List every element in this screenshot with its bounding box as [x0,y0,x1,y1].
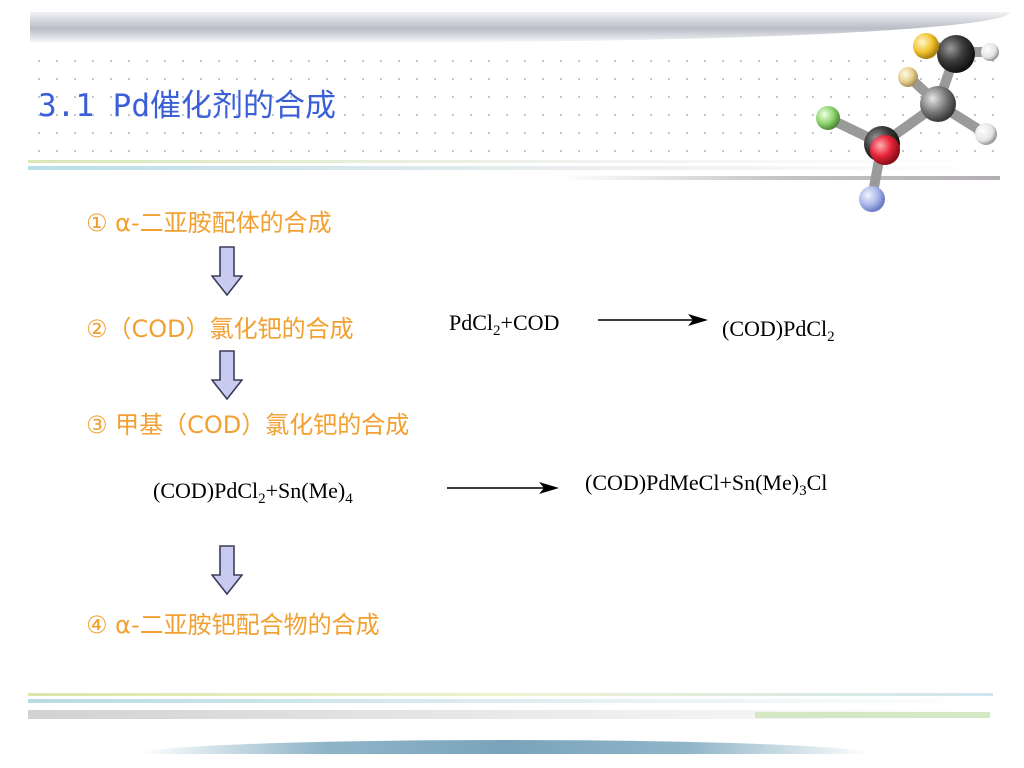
footer-accent-band [755,712,990,718]
page-title: 3.1 Pd催化剂的合成 [38,88,336,124]
header-divider-line [28,166,1003,170]
dotted-header-background [30,52,1005,157]
step-1-ligand-synthesis: ① α-二亚胺配体的合成 [86,209,332,237]
reaction-2-reactant-snme: +Sn(Me) [265,478,346,503]
reaction-2-subscript-1: 2 [258,491,266,507]
right-arrow-icon [598,314,708,326]
reaction-1-subscript: 2 [493,323,501,339]
step-3-methyl-cod-pd-synthesis: ③ 甲基（COD）氯化钯的合成 [86,411,410,439]
reaction-2-product-text: (COD)PdMeCl+Sn(Me) [585,470,800,495]
footer-divider-line [28,693,993,696]
reaction-2-product-cl: Cl [806,470,828,495]
reaction-2-subscript-2: 4 [345,491,353,507]
reaction-1-reactants: PdCl2+COD [449,310,559,340]
down-arrow-icon [211,350,243,400]
footer-swoosh [140,740,870,754]
reaction-2-reactants: (COD)PdCl2+Sn(Me)4 [153,478,353,508]
right-arrow-icon [447,482,559,494]
footer-divider-line [28,699,993,703]
reaction-2-reactant-cod-pdcl: (COD)PdCl [153,478,259,503]
molecule-model-icon [816,33,999,212]
header-divider-line [560,176,1000,180]
down-arrow-icon [211,246,243,296]
reaction-1-reactant-cod: +COD [500,310,560,335]
reaction-1-product-text: (COD)PdCl [722,316,828,341]
reaction-2-product: (COD)PdMeCl+Sn(Me)3Cl [585,470,827,500]
down-arrow-icon [211,545,243,595]
reaction-2-product-subscript: 3 [799,483,807,499]
step-2-cod-pdcl2-synthesis: ②（COD）氯化钯的合成 [86,315,354,343]
reaction-1-product-subscript: 2 [827,329,835,345]
header-divider-line [28,160,1003,163]
footer-divider-band [28,710,993,719]
reaction-1-product: (COD)PdCl2 [722,316,835,346]
step-4-diimine-pd-complex-synthesis: ④ α-二亚胺钯配合物的合成 [86,611,380,639]
reaction-1-reactant-pdcl: PdCl [449,310,494,335]
